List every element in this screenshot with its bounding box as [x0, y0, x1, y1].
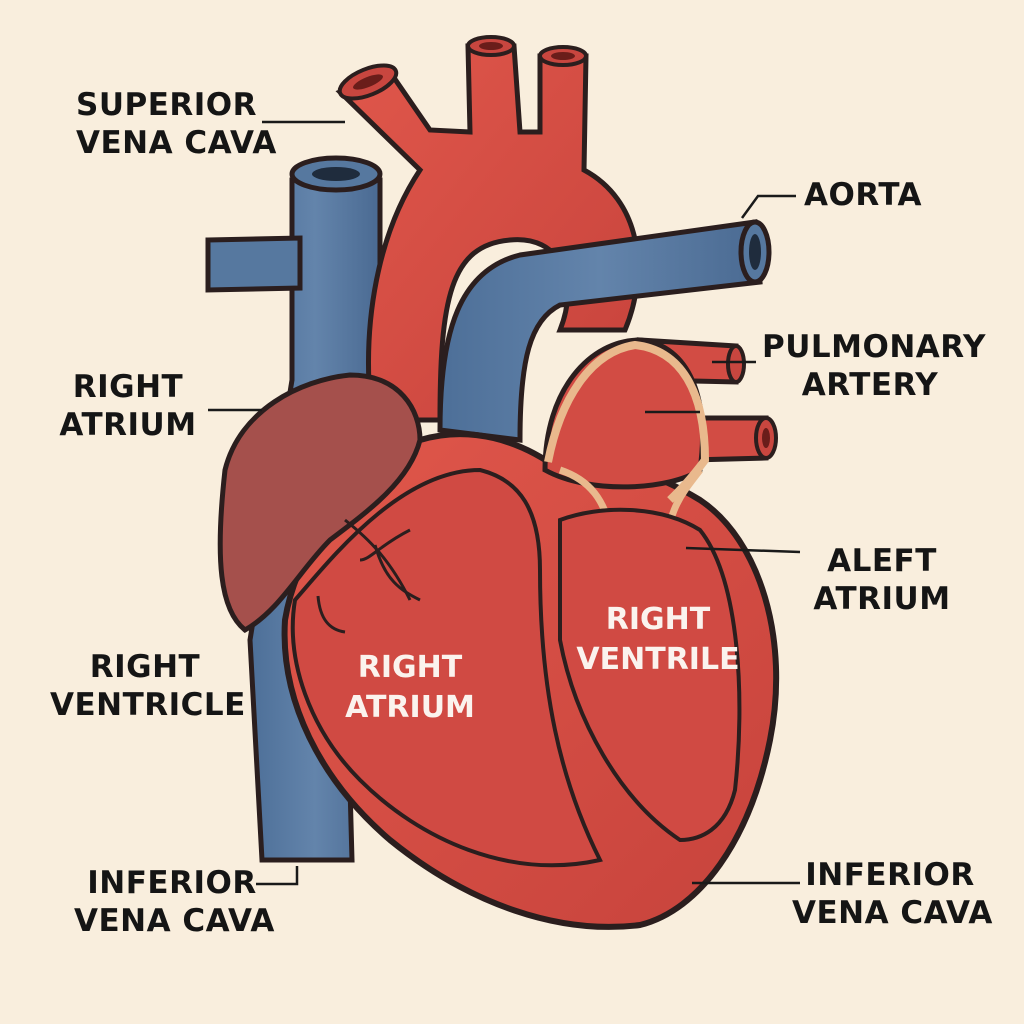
label-line: VENA CAVA — [76, 125, 277, 161]
aortic-arch — [335, 35, 641, 423]
left-pulmonary-vein — [205, 235, 303, 293]
label-line: VENTRICLE — [50, 687, 246, 723]
label-line: RIGHT — [89, 649, 201, 685]
leader-lines — [208, 120, 801, 886]
label-aorta: AORTA — [804, 176, 922, 214]
label-line: ATRIUM — [813, 581, 951, 617]
label-right-ventricle: RIGHT VENTRICLE — [50, 648, 246, 724]
label-line: INFERIOR — [87, 865, 257, 901]
inner-label-right-ventrile: RIGHT VENTRILE — [568, 600, 748, 680]
label-line: AORTA — [804, 177, 923, 213]
label-line: RIGHT — [357, 650, 463, 685]
left-chamber-cavity — [558, 507, 742, 843]
label-line: ATRIUM — [59, 407, 197, 443]
right-chamber-cavity — [290, 467, 603, 868]
right-atrium-appendage — [217, 372, 423, 634]
label-line: RIGHT — [605, 602, 711, 637]
label-line: VENTRILE — [576, 642, 740, 677]
label-line: VENA CAVA — [74, 903, 275, 939]
inner-label-right-atrium: RIGHT ATRIUM — [330, 648, 490, 728]
label-inferior-vena-cava-right: INFERIOR VENA CAVA — [792, 856, 993, 932]
label-pulmonary-artery: PULMONARY ARTERY — [762, 328, 986, 404]
label-superior-vena-cava: SUPERIOR VENA CAVA — [76, 86, 277, 162]
pulmonary-trunk — [437, 219, 772, 443]
label-right-atrium: RIGHT ATRIUM — [58, 368, 198, 444]
coronary-vessels — [316, 518, 421, 634]
label-line: SUPERIOR — [76, 87, 258, 123]
label-line: ALEFT — [827, 543, 937, 579]
label-line: VENA CAVA — [792, 895, 993, 931]
label-inferior-vena-cava-left: INFERIOR VENA CAVA — [74, 864, 275, 940]
label-line: ARTERY — [801, 367, 939, 403]
label-aleft-atrium: ALEFT ATRIUM — [812, 542, 952, 618]
label-line: ATRIUM — [345, 690, 475, 725]
label-line: INFERIOR — [805, 857, 975, 893]
label-line: PULMONARY — [762, 329, 986, 365]
label-line: RIGHT — [72, 369, 184, 405]
